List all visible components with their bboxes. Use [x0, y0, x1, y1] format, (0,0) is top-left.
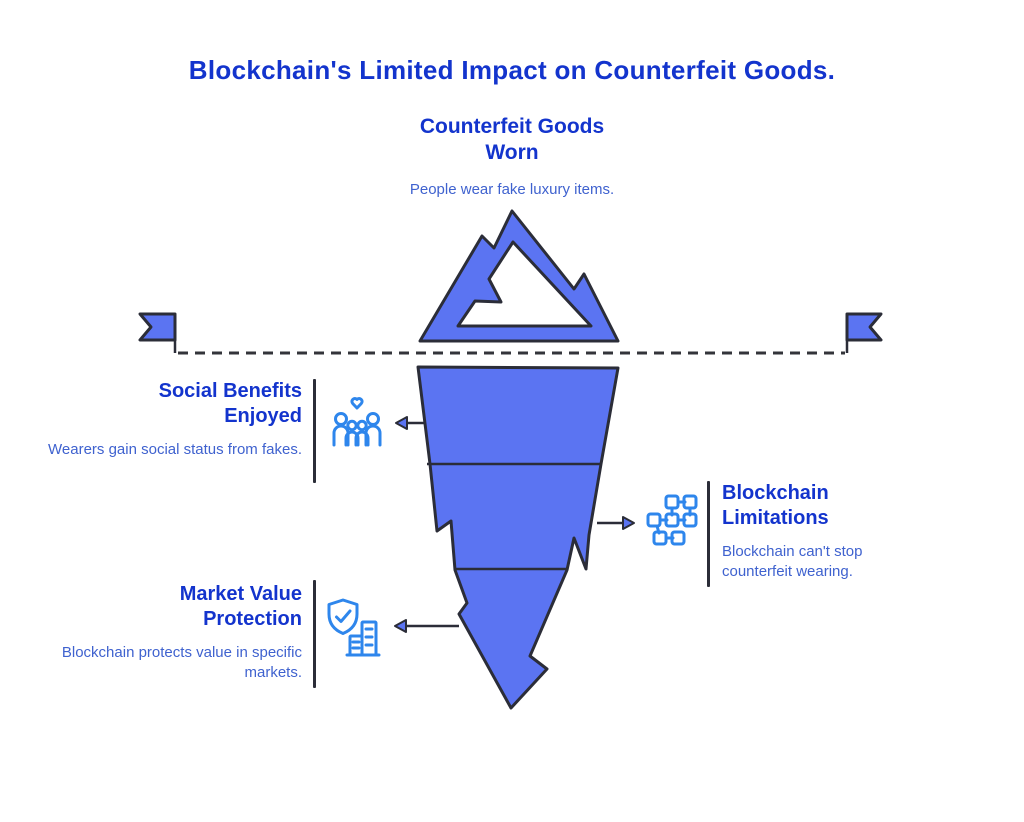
callout-market-value: Market Value Protection Blockchain prote… [42, 582, 302, 683]
callout-market-title-line2: Protection [203, 608, 302, 630]
iceberg-inner-hollow [456, 240, 593, 328]
blockchain-nodes-icon [645, 493, 701, 554]
page-title: Blockchain's Limited Impact on Counterfe… [188, 55, 836, 85]
surface-heading: Counterfeit Goods Worn [0, 114, 1024, 166]
arrow-right-blockchain [597, 516, 635, 530]
callout-blockchain-title: Blockchain Limitations [722, 481, 912, 531]
left-flag-icon [138, 312, 177, 353]
callout-market-description: Blockchain protects value in specific ma… [61, 644, 302, 681]
callout-blockchain-description: Blockchain can't stop counterfeit wearin… [722, 543, 863, 580]
right-flag-icon [845, 312, 883, 353]
iceberg-below-water [416, 365, 620, 710]
callout-market-title-line1: Market Value [179, 583, 302, 605]
callout-blockchain-title-line1: Blockchain [722, 482, 829, 504]
arrow-left-market [394, 619, 459, 633]
callout-social-title: Social Benefits Enjoyed [42, 379, 302, 429]
callout-social-description: Wearers gain social status from fakes. [48, 441, 302, 458]
callout-blockchain-limitations: Blockchain Limitations Blockchain can't … [722, 481, 912, 582]
arrow-left-social [395, 416, 424, 430]
callout-social-benefits: Social Benefits Enjoyed Wearers gain soc… [42, 379, 302, 460]
blockchain-divider-bar [707, 481, 710, 587]
market-divider-bar [313, 580, 316, 688]
callout-blockchain-title-line2: Limitations [722, 507, 829, 529]
callout-market-title: Market Value Protection [42, 582, 302, 632]
surface-heading-line2: Worn [485, 141, 539, 164]
social-divider-bar [313, 379, 316, 483]
callout-social-title-line1: Social Benefits [158, 380, 302, 402]
shield-check-building-icon [322, 597, 384, 666]
surface-heading-line1: Counterfeit Goods [419, 115, 605, 138]
surface-description: People wear fake luxury items. [409, 181, 615, 198]
callout-social-title-line2: Enjoyed [224, 405, 302, 427]
family-heart-icon [329, 394, 385, 453]
